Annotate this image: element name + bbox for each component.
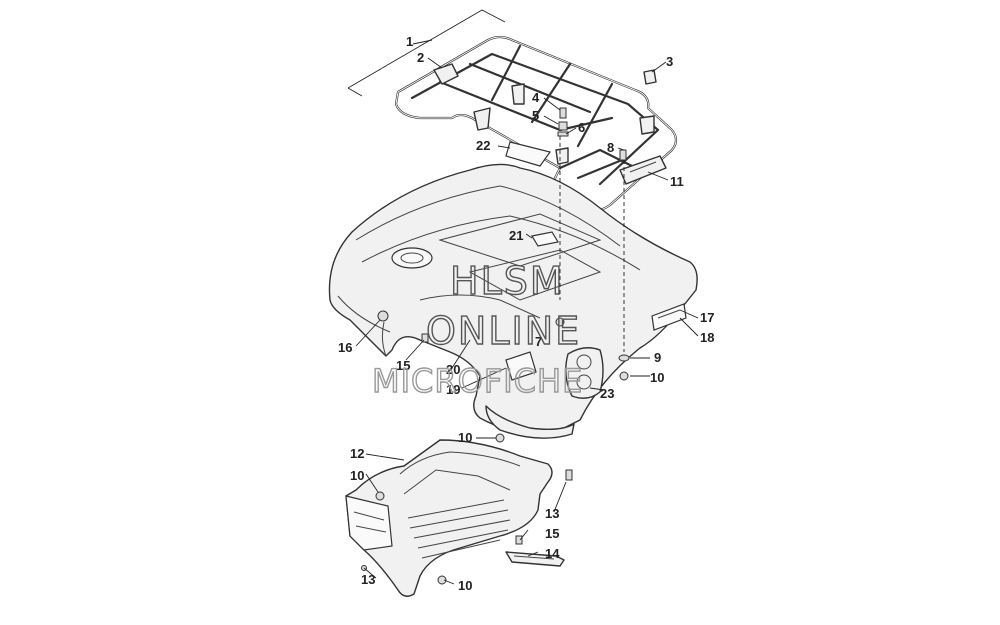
- callout-21: 21: [509, 228, 523, 243]
- callout-20: 20: [446, 362, 460, 377]
- callout-10-bottom: 10: [458, 578, 472, 593]
- assembly-bracket: [347, 9, 506, 97]
- watermark-line3: MICROFICHE: [372, 362, 583, 400]
- callout-19: 19: [446, 382, 460, 397]
- callouts: 1 2 3 4 5 6 8 11 22 21 16 15 20 19 17 18…: [338, 34, 714, 593]
- watermark: HLSM ONLINE MICROFICHE: [371, 258, 583, 400]
- callout-14: 14: [545, 546, 560, 561]
- callout-13-left: 13: [361, 572, 375, 587]
- callout-12: 12: [350, 446, 364, 461]
- callout-2: 2: [417, 50, 424, 65]
- rear-fender: [328, 141, 698, 439]
- leader-lines: [355, 39, 699, 585]
- callout-10-center: 10: [458, 430, 472, 445]
- watermark-line1: HLSM: [450, 259, 565, 303]
- callout-11: 11: [670, 174, 684, 189]
- callout-16: 16: [338, 340, 352, 355]
- callout-23: 23: [600, 386, 614, 401]
- footwell: [345, 433, 553, 597]
- callout-9: 9: [654, 350, 661, 365]
- callout-6: 6: [578, 120, 585, 135]
- callout-18: 18: [700, 330, 714, 345]
- callout-13-right: 13: [545, 506, 559, 521]
- callout-10-right: 10: [650, 370, 664, 385]
- cargo-rack: [394, 35, 678, 212]
- callout-1: 1: [406, 34, 413, 49]
- callout-15-lower: 15: [545, 526, 559, 541]
- callout-3: 3: [666, 54, 673, 69]
- callout-10-left: 10: [350, 468, 364, 483]
- callout-5: 5: [532, 108, 539, 123]
- callout-22: 22: [476, 138, 490, 153]
- callout-4: 4: [532, 90, 540, 105]
- callout-7: 7: [535, 334, 542, 349]
- callout-15-upper: 15: [396, 358, 410, 373]
- watermark-line2: ONLINE: [426, 309, 581, 353]
- hardware: [361, 69, 657, 571]
- callout-8: 8: [607, 140, 614, 155]
- callout-17: 17: [700, 310, 714, 325]
- footrest-plate: [505, 551, 565, 567]
